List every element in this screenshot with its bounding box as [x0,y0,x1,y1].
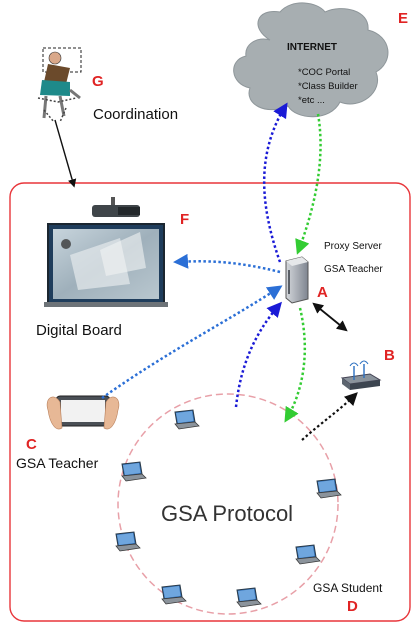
coordinator-person-icon [37,47,82,123]
marker-b: B [384,347,395,364]
internet-title: INTERNET [287,42,337,53]
internet-item-builder: *Class Builder [298,81,358,92]
marker-a: A [317,284,328,301]
link-server-router [312,302,348,332]
link-students-server [234,301,282,408]
link-students-router [301,392,358,441]
coordination-label: Coordination [93,106,179,123]
internet-item-etc: *etc ... [298,95,325,106]
marker-g: G [92,73,104,90]
proxy-server-label: Proxy Server [324,241,382,252]
whiteboard-icon [44,223,168,307]
internet-item-portal: *COC Portal [298,67,351,78]
marker-c: C [26,436,37,453]
server-gsa-teacher-label: GSA Teacher [324,264,383,275]
marker-e: E [398,10,409,27]
link-server-students [284,307,307,423]
classroom-frame [9,182,411,622]
marker-f: F [180,211,190,228]
cloud-icon [233,2,389,118]
link-server-board [173,253,281,274]
tablet-icon [46,395,120,430]
marker-d: D [347,598,358,615]
router-icon [340,360,382,390]
gsa-teacher-label: GSA Teacher [16,455,99,471]
gsa-student-label: GSA Student [313,581,383,595]
projector-icon [92,197,140,217]
digital-board-label: Digital Board [36,322,122,339]
coordination-arrow [54,119,77,188]
link-server-internet [262,102,288,263]
server-icon [285,256,309,304]
gsa-protocol-label: GSA Protocol [161,501,294,526]
link-internet-server [295,113,322,255]
protocol-ring [117,393,339,615]
